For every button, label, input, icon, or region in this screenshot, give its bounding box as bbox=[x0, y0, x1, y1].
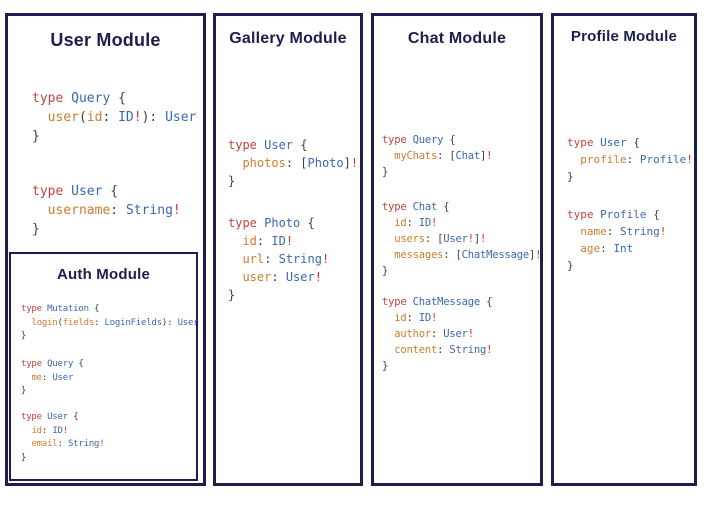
chat-module-chatmessage-type-code: type ChatMessage { id: ID! author: User!… bbox=[374, 294, 540, 374]
code-line: id: ID! bbox=[242, 234, 294, 248]
profile-module-box: Profile Module type User { profile: Prof… bbox=[551, 13, 697, 486]
code-line: } bbox=[228, 288, 236, 302]
gallery-module-box: Gallery Module type User { photos: [Phot… bbox=[213, 13, 363, 486]
profile-module-user-type-code: type User { profile: Profile!} bbox=[554, 134, 694, 185]
user-module-query-code: type Query { user(id: ID!): User} bbox=[8, 89, 203, 146]
code-line: } bbox=[21, 452, 27, 463]
gallery-module-title: Gallery Module bbox=[229, 30, 347, 47]
code-line: myChats: [Chat]! bbox=[394, 150, 493, 162]
profile-module-title: Profile Module bbox=[570, 28, 678, 45]
code-line: } bbox=[567, 170, 574, 183]
code-line: id: ID! bbox=[31, 425, 68, 436]
code-line: } bbox=[32, 222, 40, 237]
code-line: type ChatMessage { bbox=[382, 296, 493, 308]
code-line: users: [User!]! bbox=[394, 233, 487, 245]
code-line: type Query { bbox=[21, 359, 84, 369]
gallery-module-photo-type-code: type Photo { id: ID! url: String! user: … bbox=[216, 214, 360, 304]
code-line: } bbox=[228, 174, 236, 188]
code-line: } bbox=[21, 386, 27, 396]
user-module-title: User Module bbox=[50, 30, 161, 50]
code-line: age: Int bbox=[580, 242, 634, 255]
code-line: type Query { bbox=[382, 134, 456, 146]
code-line: } bbox=[567, 259, 574, 272]
chat-module-title: Chat Module bbox=[407, 30, 507, 47]
code-line: type Photo { bbox=[228, 216, 315, 230]
profile-module-profile-type-code: type Profile { name: String! age: Int} bbox=[554, 206, 694, 274]
code-line: email: String! bbox=[31, 439, 105, 449]
code-line: photos: [Photo]! bbox=[242, 156, 359, 170]
code-line: id: ID! bbox=[394, 312, 438, 324]
code-line: } bbox=[382, 166, 389, 178]
code-line: type User { bbox=[228, 138, 308, 152]
code-line: me: User bbox=[31, 372, 74, 383]
chat-module-query-code: type Query { myChats: [Chat]!} bbox=[374, 132, 540, 180]
chat-module-box: Chat Module type Query { myChats: [Chat]… bbox=[371, 13, 543, 486]
auth-module-query-code: type Query { me: User} bbox=[11, 358, 196, 399]
auth-module-user-type-code: type User { id: ID! email: String!} bbox=[11, 411, 196, 465]
code-line: id: ID! bbox=[394, 217, 438, 229]
code-line: user(id: ID!): User bbox=[47, 110, 197, 125]
auth-module-mutation-code: type Mutation { login(fields: LoginField… bbox=[11, 303, 199, 344]
gallery-module-user-type-code: type User { photos: [Photo]!} bbox=[216, 136, 360, 190]
code-line: } bbox=[382, 360, 389, 372]
code-line: } bbox=[32, 129, 40, 144]
code-line: type Query { bbox=[32, 91, 126, 106]
code-line: messages: [ChatMessage]! bbox=[394, 249, 542, 261]
code-line: user: User! bbox=[242, 270, 322, 284]
code-line: username: String! bbox=[47, 203, 181, 218]
auth-module-box: Auth Module type Mutation { login(fields… bbox=[9, 252, 199, 481]
code-line: type User { bbox=[32, 184, 119, 199]
code-line: type User { bbox=[567, 136, 640, 149]
code-line: login(fields: LoginFields): User bbox=[31, 317, 199, 328]
code-line: content: String! bbox=[394, 344, 493, 356]
code-line: author: User! bbox=[394, 328, 474, 340]
user-module-user-type-code: type User { username: String!} bbox=[8, 182, 203, 239]
code-line: profile: Profile! bbox=[580, 153, 693, 166]
code-line: name: String! bbox=[580, 225, 667, 238]
auth-module-title: Auth Module bbox=[56, 266, 150, 283]
code-line: } bbox=[21, 331, 27, 341]
chat-module-chat-type-code: type Chat { id: ID! users: [User!]! mess… bbox=[374, 199, 542, 279]
code-line: type Chat { bbox=[382, 201, 450, 213]
code-line: } bbox=[382, 265, 389, 277]
code-line: url: String! bbox=[242, 252, 330, 266]
code-line: type Profile { bbox=[567, 208, 660, 221]
code-line: type User { bbox=[21, 412, 79, 422]
code-line: type Mutation { bbox=[21, 304, 100, 314]
